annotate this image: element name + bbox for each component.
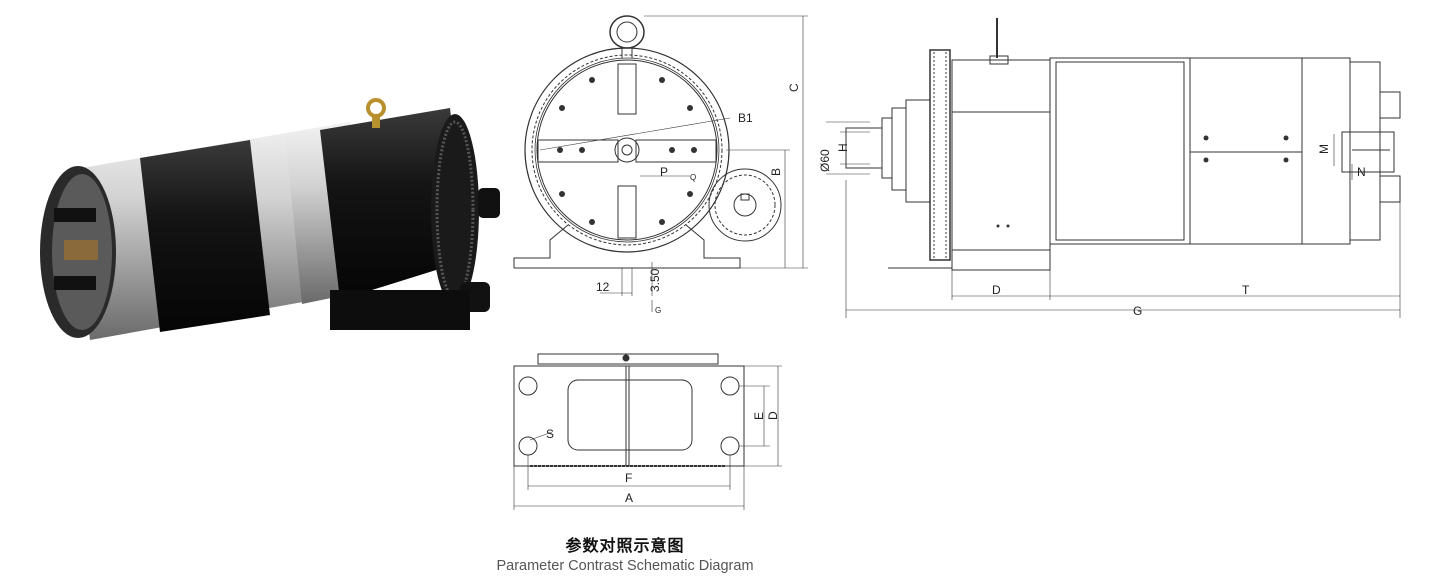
label-b1: B1 <box>738 111 753 125</box>
label-d-plan: D <box>766 411 780 420</box>
label-m: M <box>1317 144 1331 154</box>
rear-connectors <box>330 188 500 330</box>
label-12: 12 <box>596 280 610 294</box>
side-view <box>826 18 1401 318</box>
cylinder-body <box>70 108 468 340</box>
product-photo <box>40 98 500 340</box>
label-n: N <box>1357 165 1366 179</box>
label-d: D <box>992 283 1001 297</box>
front-view <box>513 15 808 312</box>
front-chuck-face <box>40 166 116 338</box>
label-s: S <box>546 427 554 441</box>
label-b: B <box>769 168 783 176</box>
label-g-small: G <box>655 306 661 315</box>
label-phi60: Ø60 <box>818 149 832 172</box>
lifting-eye <box>366 98 386 128</box>
label-c: C <box>787 83 801 92</box>
label-3-50: 3.50 <box>648 268 662 292</box>
caption-chinese: 参数对照示意图 <box>565 536 685 555</box>
label-h: H <box>836 143 850 152</box>
gear-ring <box>431 114 479 306</box>
label-a: A <box>625 491 633 505</box>
label-p: P <box>660 165 668 179</box>
caption-block: 参数对照示意图 Parameter Contrast Schematic Dia… <box>470 532 780 574</box>
plan-view-labels: S E D F A <box>546 411 780 505</box>
label-q: Q <box>690 173 696 182</box>
front-view-labels: B1 C B P Q 12 3.50 G <box>596 83 801 315</box>
side-view-labels: Ø60 H D T G M N <box>818 143 1366 318</box>
caption-english: Parameter Contrast Schematic Diagram <box>496 558 754 574</box>
plan-view <box>513 353 782 510</box>
label-e: E <box>752 412 766 420</box>
technical-drawing: B1 C B P Q 12 3.50 G <box>513 15 1401 510</box>
label-t: T <box>1242 283 1250 297</box>
label-g: G <box>1133 304 1142 318</box>
label-f: F <box>625 471 632 485</box>
